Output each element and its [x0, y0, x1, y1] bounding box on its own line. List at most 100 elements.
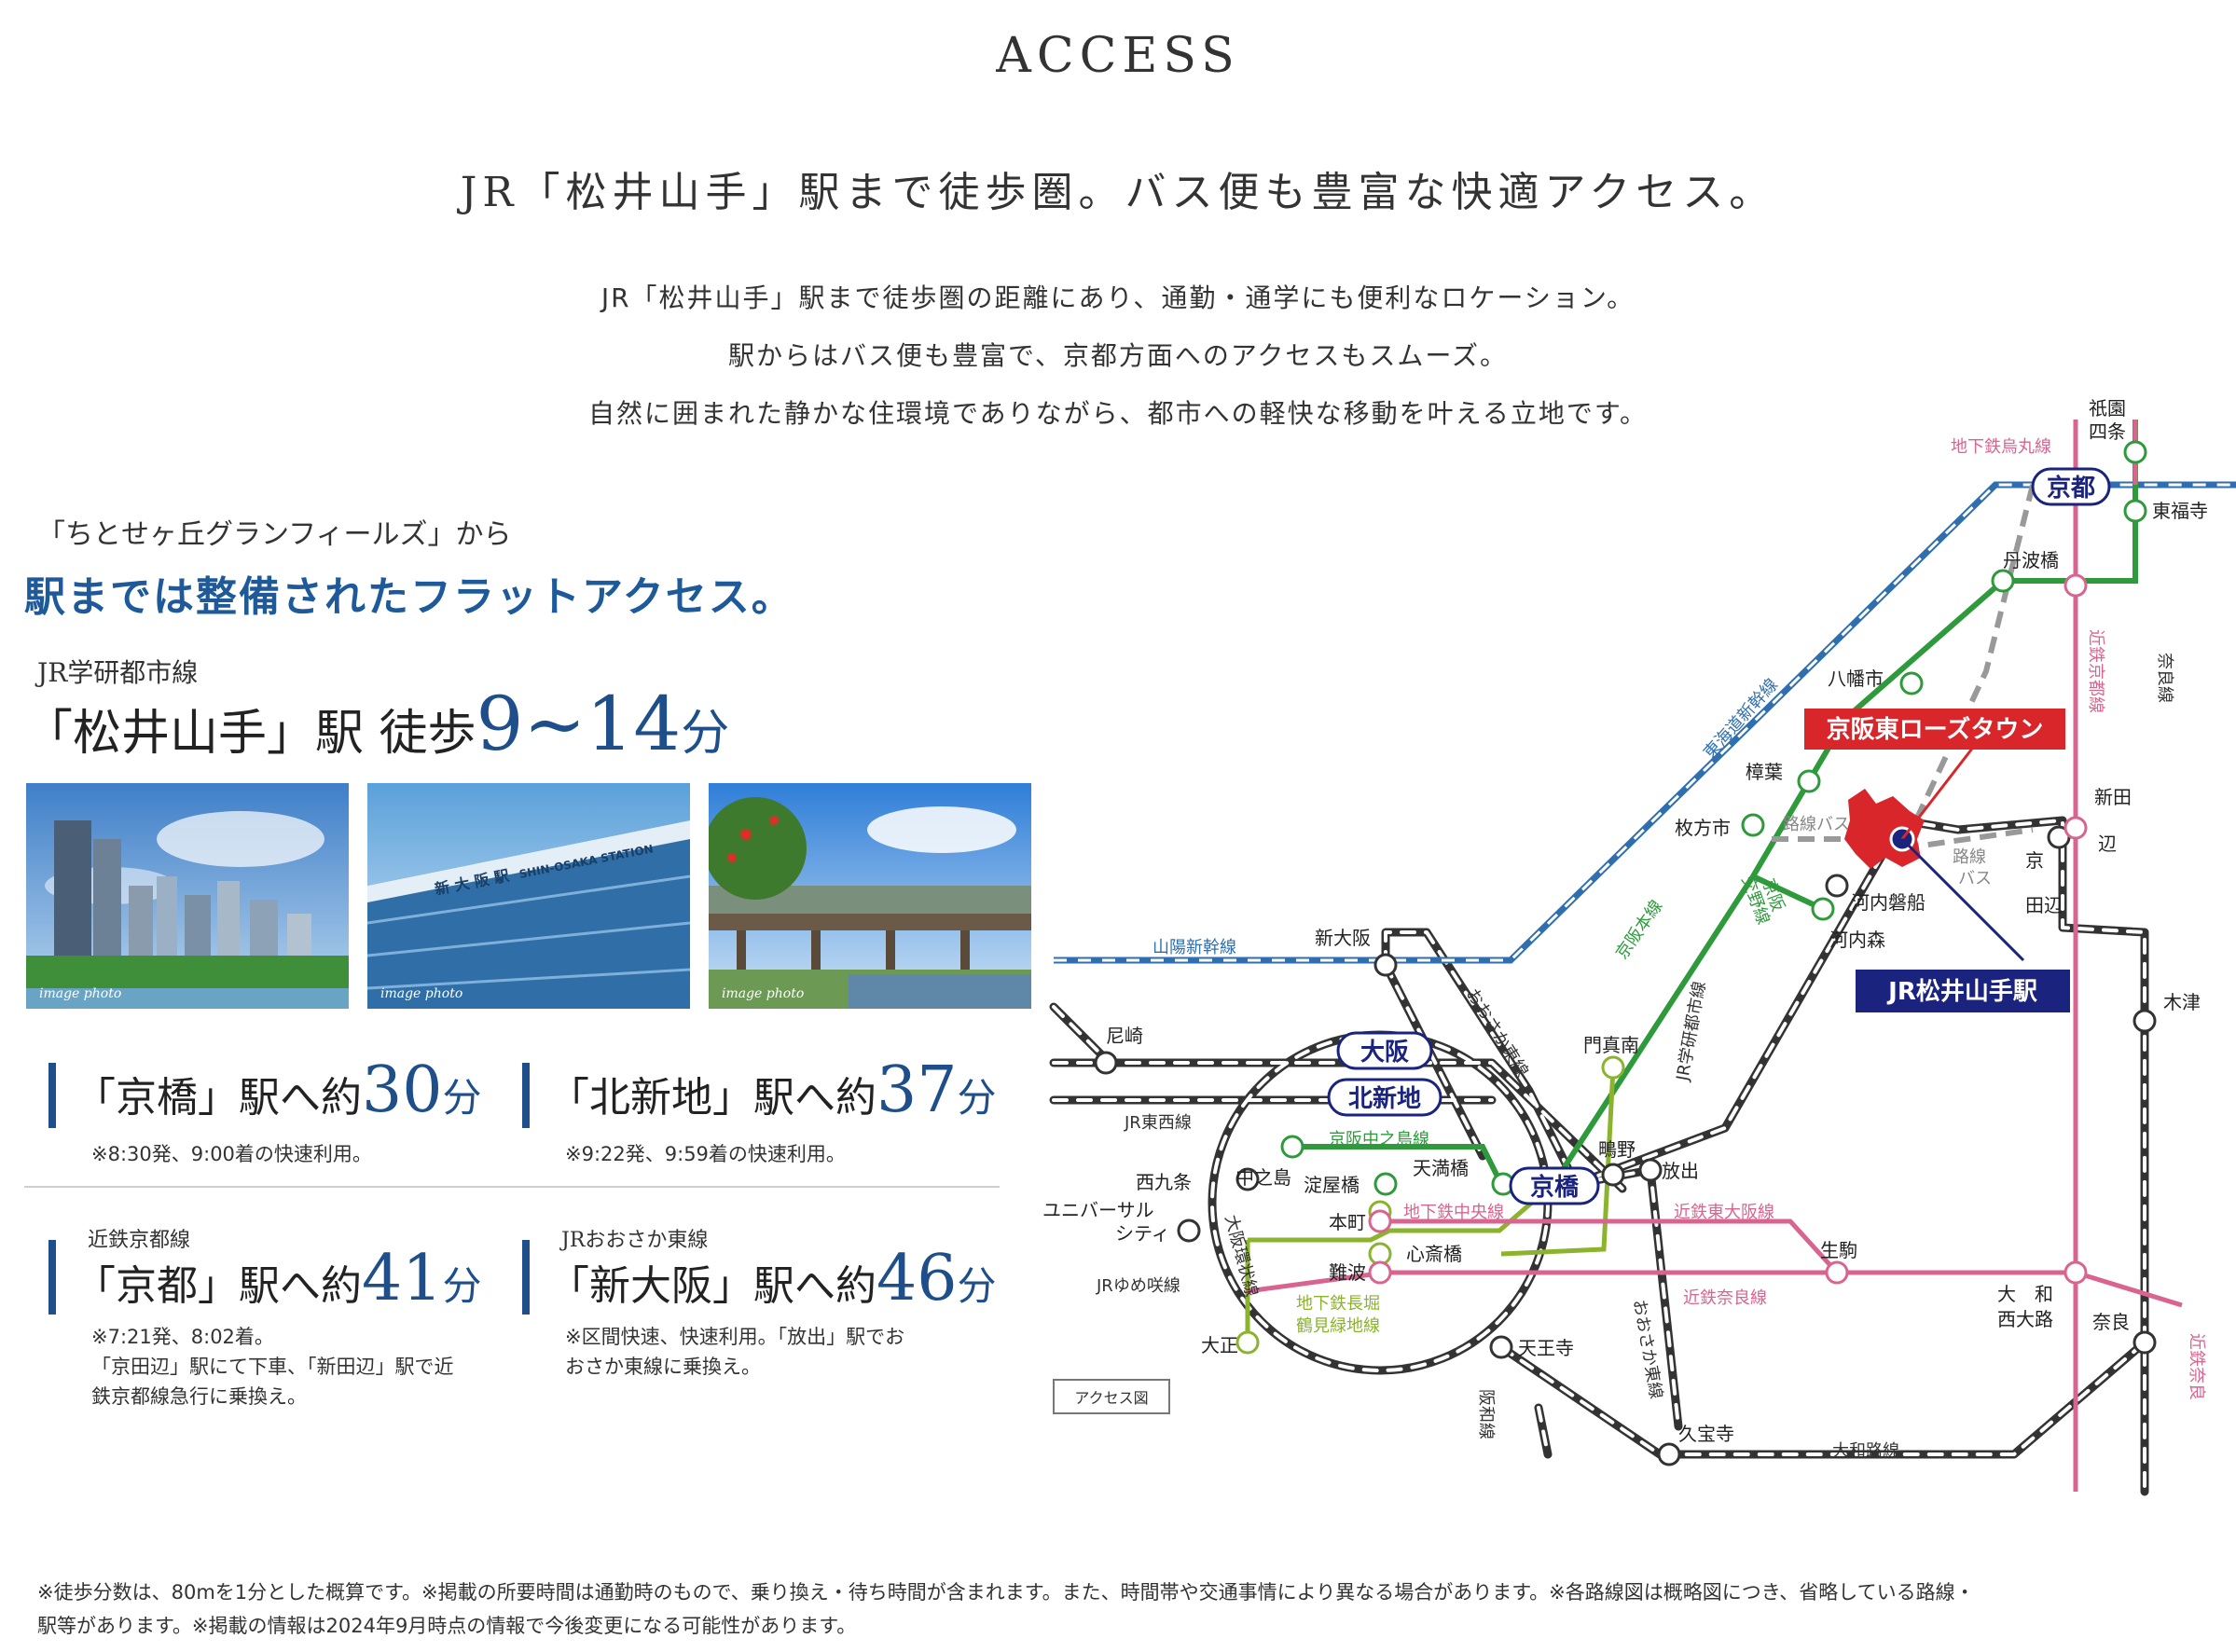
access-map: 京阪東ローズタウン JR松井山手駅 京都 大阪 北新地 京橋 祇園 四条 東福寺… [1042, 397, 2236, 1496]
line-osaka-loop: 大阪環状線 [1221, 1213, 1262, 1299]
photo-osaka-skyline: image photo [26, 783, 349, 1009]
accent-bar [48, 1063, 56, 1128]
dest-shinosaka-note: ※区間快速、快速利用。「放出」駅でおおさか東線に乗換え。 [565, 1326, 905, 1378]
station-tambabashi: 丹波橋 [2003, 549, 2059, 571]
line-yumesaki: JRゆめ咲線 [1096, 1276, 1180, 1296]
line-bus-3: バス [1958, 869, 1992, 888]
line-hanwa: 阪和線 [1476, 1389, 1496, 1439]
station-kyotanabe-2: 田辺 [2025, 894, 2063, 916]
svg-text:北新地: 北新地 [1348, 1084, 1421, 1113]
dest-kyoto-note: ※7:21発、8:02着。「京田辺」駅にて下車、「新田辺」駅で近鉄京都線急行に乗… [91, 1326, 454, 1408]
svg-text:京橋: 京橋 [1530, 1173, 1580, 1202]
walk-station: 「松井山手」駅 徒歩 [24, 706, 476, 762]
walk-time: 「松井山手」駅 徒歩9~14分 [24, 681, 729, 767]
station-yamato-1: 大 和 [1997, 1283, 2053, 1305]
station-honmachi: 本町 [1329, 1211, 1366, 1233]
accent-bar [522, 1240, 530, 1315]
station-kizu: 木津 [2163, 991, 2201, 1013]
line-subway-karasuma: 地下鉄烏丸線 [1951, 437, 2051, 457]
station-kyuhoji: 久宝寺 [1678, 1423, 1734, 1445]
station-amagasaki: 尼崎 [1106, 1025, 1143, 1047]
walk-intro: 「ちとせヶ丘グランフィールズ」から [37, 518, 512, 551]
accent-bar [48, 1240, 56, 1315]
lead-text-2: 駅からはバス便も豊富で、京都方面へのアクセスもスムーズ。 [727, 340, 1509, 371]
line-kintetsu-higashiosaka: 近鉄東大阪線 [1674, 1203, 1774, 1222]
line-tokaido-shinkansen: 東海道新幹線 [1700, 675, 1782, 763]
station-usj-1: ユニバーサル [1042, 1199, 1154, 1221]
walk-line-label: JR学研都市線 [37, 657, 199, 688]
station-shigino: 鴫野 [1598, 1138, 1636, 1161]
photo-shin-osaka-station: 新 大 阪 駅 SHIN-OSAKA STATION image photo [367, 783, 690, 1009]
station-shinosaka: 新大阪 [1315, 927, 1371, 949]
photo-caption: image photo [380, 986, 463, 1001]
dest-kyobashi: 「京橋」駅へ約30分 [75, 1053, 482, 1127]
station-nara: 奈良 [2092, 1311, 2130, 1333]
station-hirakatashi: 枚方市 [1675, 817, 1731, 839]
station-nishikujo: 西九条 [1136, 1171, 1192, 1193]
station-kawachimori: 河内森 [1829, 929, 1885, 951]
property-label: 京阪東ローズタウン [1827, 715, 2044, 744]
footer-notes: ※徒歩分数は、80mを1分とした概算です。※掲載の所要時間は通勤時のもので、乗り… [37, 1581, 1975, 1637]
badge-kyoto: 京都 [2031, 467, 2111, 506]
nearest-station-box [1856, 970, 2070, 1012]
station-namba: 難波 [1329, 1261, 1366, 1284]
line-yamatoji: 大和路線 [1832, 1441, 1899, 1461]
line-kintetsu-kyoto: 近鉄京都線 [2086, 629, 2105, 713]
station-shintanabe-2: 辺 [2098, 833, 2117, 855]
badge-kitashinchi: 北新地 [1327, 1078, 1442, 1117]
lead-text-1: JR「松井山手」駅まで徒歩圏の距離にあり、通勤・通学にも便利なロケーション。 [600, 282, 1636, 313]
svg-text:京都: 京都 [2047, 474, 2095, 502]
accent-bar [522, 1063, 530, 1128]
station-shijo: 四条 [2089, 420, 2126, 443]
dest-shinosaka-line: JRおおさか東線 [561, 1229, 709, 1252]
dest-kyoto-line: 近鉄京都線 [88, 1229, 191, 1252]
station-kadomaminami: 門真南 [1583, 1034, 1639, 1056]
dest-kitashinchi: 「北新地」駅へ約37分 [548, 1053, 997, 1127]
svg-text:大阪: 大阪 [1360, 1039, 1409, 1067]
photo-bridge: image photo [709, 783, 1031, 1009]
badge-osaka: 大阪 [1336, 1031, 1433, 1070]
station-taisho: 大正 [1201, 1334, 1238, 1356]
station-kawachiiwafune: 河内磐船 [1851, 891, 1925, 914]
property-label-box [1804, 709, 2065, 750]
line-nagahori-1: 地下鉄長堀 [1296, 1294, 1380, 1314]
line-bus-2: 路線 [1953, 847, 1986, 867]
station-yamato-2: 西大路 [1997, 1308, 2053, 1330]
line-subway-chuo: 地下鉄中央線 [1403, 1203, 1504, 1222]
line-nagahori-2: 鶴見緑地線 [1296, 1316, 1380, 1336]
divider [24, 1186, 1000, 1188]
line-sanyo-shinkansen: 山陽新幹線 [1153, 938, 1236, 957]
station-hanaten: 放出 [1662, 1160, 1699, 1182]
line-bus-1: 路線バス [1783, 815, 1850, 834]
property-area [1844, 789, 1925, 869]
dest-kyobashi-note: ※8:30発、9:00着の快速利用。 [91, 1143, 372, 1165]
walk-unit: 分 [681, 706, 730, 762]
photo-caption: image photo [39, 986, 122, 1001]
line-nara: 奈良線 [2155, 653, 2174, 703]
station-shintanabe-1: 新田 [2094, 786, 2132, 808]
dest-shinosaka: 「新大阪」駅へ約46分 [548, 1242, 997, 1315]
station-kuzuha: 樟葉 [1746, 761, 1783, 783]
line-jr-tozai: JR東西線 [1124, 1113, 1192, 1133]
line-kintetsu-nara-2: 近鉄奈良 [2187, 1333, 2206, 1400]
badge-kyobashi: 京橋 [1509, 1166, 1600, 1205]
station-temmabashi: 天満橋 [1413, 1157, 1469, 1179]
headline: JR「松井山手」駅まで徒歩圏。バス便も豊富な快適アクセス。 [460, 169, 1776, 216]
dest-kitashinchi-note: ※9:22発、9:59着の快速利用。 [565, 1143, 846, 1165]
map-legend-tag: アクセス図 [1074, 1389, 1148, 1407]
station-ikoma: 生駒 [1820, 1239, 1857, 1261]
line-osaka-higashi-2: おおさか東線 [1629, 1298, 1665, 1400]
station-yawatashi: 八幡市 [1828, 668, 1884, 690]
page-title: ACCESS [996, 28, 1240, 84]
line-kintetsu-nara: 近鉄奈良線 [1683, 1288, 1767, 1308]
line-keihan-nakanoshima: 京阪中之島線 [1329, 1130, 1429, 1150]
station-tennoji: 天王寺 [1518, 1337, 1574, 1359]
station-kyotanabe-1: 京 [2025, 849, 2044, 872]
station-tofukuji: 東福寺 [2152, 500, 2208, 522]
dest-kyoto: 「京都」駅へ約41分 [75, 1242, 482, 1315]
station-yodoyabashi: 淀屋橋 [1304, 1174, 1360, 1196]
nearest-station-label: JR松井山手駅 [1886, 978, 2037, 1006]
station-nakanoshima: 中之島 [1235, 1166, 1291, 1189]
lead-text-3: 自然に囲まれた静かな住環境でありながら、都市への軽快な移動を叶える立地です。 [587, 398, 1649, 429]
station-usj-2: シティ [1115, 1222, 1170, 1245]
